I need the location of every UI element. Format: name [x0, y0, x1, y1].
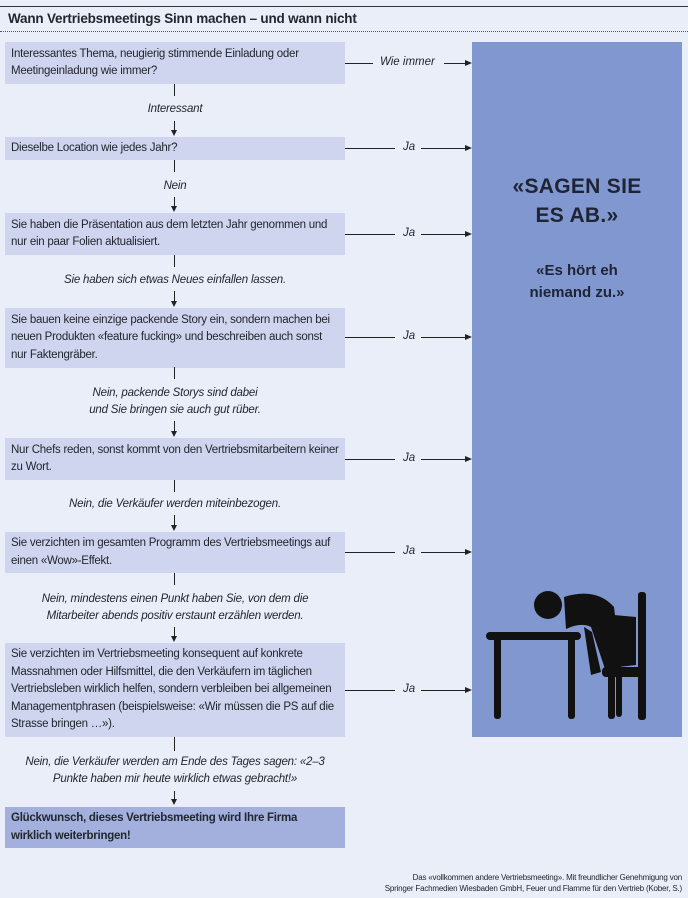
credit-line: Das «vollkommen andere Vertriebsmeeting»…: [412, 873, 683, 882]
title-divider: [0, 31, 688, 32]
arrow-down-icon: [171, 206, 177, 212]
next-label-5: Nein, die Verkäufer werden miteinbezogen…: [69, 498, 281, 510]
arrow-down-icon: [171, 525, 177, 531]
side-arrow-7: Ja: [345, 683, 472, 697]
connector-line: [174, 515, 175, 526]
arrow-down-icon: [171, 431, 177, 437]
question-box-6: Sie verzichten im gesamten Programm des …: [5, 532, 345, 573]
arrow-right-icon: [465, 145, 472, 151]
side-arrow-6: Ja: [345, 545, 472, 559]
next-label-1: Interessant: [147, 103, 203, 115]
next-label-7: Nein, die Verkäufer werden am Ende des T…: [25, 756, 325, 785]
arrow-right-icon: [465, 60, 472, 66]
arrow-down-icon: [171, 301, 177, 307]
top-rule: [0, 6, 688, 7]
question-box-1: Interessantes Thema, neugierig stimmende…: [5, 42, 345, 84]
connector-line: [174, 367, 175, 379]
side-arrow-3: Ja: [345, 227, 472, 241]
question-box-7: Sie verzichten im Vertriebsmeeting konse…: [5, 643, 345, 737]
connector-line: [174, 421, 175, 431]
question-box-3: Sie haben die Präsentation aus dem letzt…: [5, 213, 345, 255]
connector-line: [174, 791, 175, 800]
connector-line: [174, 573, 175, 585]
side-arrow-5: Ja: [345, 452, 472, 466]
arrow-right-icon: [465, 334, 472, 340]
next-label-4: Nein, packende Storys sind dabei und Sie…: [89, 387, 261, 416]
side-arrow-2: Ja: [345, 141, 472, 155]
arrow-down-icon: [171, 636, 177, 642]
connector-line: [174, 291, 175, 302]
source-credit: Das «vollkommen andere Vertriebsmeeting»…: [385, 872, 682, 894]
person-asleep-at-desk-icon: [486, 591, 646, 720]
next-label-6: Nein, mindestens einen Punkt haben Sie, …: [41, 593, 309, 622]
arrow-right-icon: [465, 549, 472, 555]
arrow-down-icon: [171, 799, 177, 805]
next-label-2: Nein: [163, 180, 187, 192]
final-box: Glückwunsch, dieses Vertriebsmeeting wir…: [5, 807, 345, 848]
connector-line: [174, 84, 175, 96]
arrow-down-icon: [171, 130, 177, 136]
connector-line: [174, 480, 175, 492]
arrow-right-icon: [465, 231, 472, 237]
connector-line: [174, 197, 175, 207]
question-box-2: Dieselbe Location wie jedes Jahr?: [5, 137, 345, 160]
cancel-panel: «SAGEN SIE ES AB.» «Es hört eh niemand z…: [472, 42, 682, 737]
connector-line: [174, 255, 175, 267]
arrow-right-icon: [465, 687, 472, 693]
connector-line: [174, 121, 175, 131]
panel-headline: «SAGEN SIE ES AB.»: [512, 175, 642, 227]
side-arrow-4: Ja: [345, 330, 472, 344]
panel-subline: «Es hört eh niemand zu.»: [529, 262, 625, 301]
question-box-4: Sie bauen keine einzige packende Story e…: [5, 308, 345, 368]
question-box-5: Nur Chefs reden, sonst kommt von den Ver…: [5, 438, 345, 480]
next-label-3: Sie haben sich etwas Neues einfallen las…: [64, 274, 286, 286]
diagram-title: Wann Vertriebsmeetings Sinn machen – und…: [8, 11, 357, 26]
connector-line: [174, 737, 175, 751]
connector-line: [174, 160, 175, 172]
side-arrow-1: Wie immer: [345, 56, 472, 70]
connector-line: [174, 627, 175, 637]
credit-line: Springer Fachmedien Wiesbaden GmbH, Feue…: [384, 884, 682, 893]
arrow-right-icon: [465, 456, 472, 462]
